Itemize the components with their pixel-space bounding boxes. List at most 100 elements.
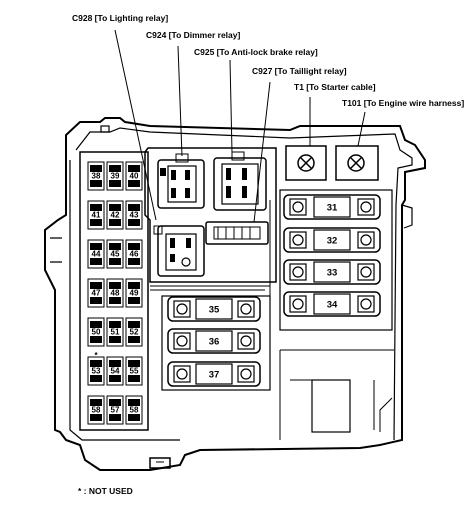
big-fuse-element bbox=[313, 293, 351, 315]
callout-labels: C928 [To Lighting relay] C924 [To Dimmer… bbox=[72, 13, 464, 108]
big-fuse-screw-left bbox=[176, 335, 188, 347]
small-fuse-slot bbox=[87, 200, 105, 230]
small-fuse: 47 bbox=[87, 278, 105, 308]
callout-c928: C928 [To Lighting relay] bbox=[72, 13, 168, 23]
small-fuse-slot bbox=[106, 356, 124, 386]
small-fuse-contact-bottom bbox=[109, 375, 121, 382]
big-fuse-label: 34 bbox=[327, 300, 338, 311]
small-fuse-contact-bottom bbox=[109, 180, 121, 187]
small-fuse: 40 bbox=[125, 161, 143, 191]
big-fuse-element bbox=[195, 298, 233, 320]
small-fuse-slot bbox=[125, 200, 143, 230]
small-fuse-contact-top bbox=[90, 399, 102, 406]
not-used-marker: * bbox=[94, 351, 98, 360]
small-fuse-contact-bottom bbox=[90, 258, 102, 265]
small-fuse: 49 bbox=[125, 278, 143, 308]
small-fuse-label: 39 bbox=[111, 172, 120, 181]
small-fuse-contact-bottom bbox=[128, 375, 140, 382]
small-fuse-contact-bottom bbox=[128, 297, 140, 304]
small-fuse: 58 bbox=[125, 395, 143, 425]
small-fuse-contact-bottom bbox=[128, 219, 140, 226]
big-fuse-body bbox=[283, 291, 381, 317]
fuse-box-housing bbox=[44, 117, 426, 471]
small-fuse: 48 bbox=[106, 278, 124, 308]
small-fuse-contact-top bbox=[128, 321, 140, 328]
small-fuse: 52 bbox=[125, 317, 143, 347]
big-fuse-terminal-right bbox=[357, 198, 375, 216]
small-fuse-contact-top bbox=[90, 282, 102, 289]
small-fuse-label: 49 bbox=[130, 289, 139, 298]
taillight-relay-connector bbox=[205, 221, 269, 245]
small-fuse: 42 bbox=[106, 200, 124, 230]
small-fuse-contact-top bbox=[128, 360, 140, 367]
small-fuse: 53 bbox=[87, 356, 105, 386]
small-fuse-label: 47 bbox=[92, 289, 101, 298]
small-fuse-contact-top bbox=[109, 399, 121, 406]
big-fuse: 37 bbox=[167, 361, 261, 387]
callout-c927: C927 [To Taillight relay] bbox=[252, 66, 347, 76]
small-fuse-label: 44 bbox=[92, 250, 101, 259]
big-fuse-element bbox=[313, 196, 351, 218]
big-fuse: 32 bbox=[283, 227, 381, 253]
small-fuse: 43 bbox=[125, 200, 143, 230]
big-fuse-label: 33 bbox=[327, 268, 338, 279]
small-fuse-contact-bottom bbox=[109, 336, 121, 343]
big-fuse-label: 31 bbox=[327, 203, 338, 214]
small-fuse-label: 51 bbox=[111, 328, 120, 337]
small-fuse-slot bbox=[87, 395, 105, 425]
big-fuse-body bbox=[167, 361, 261, 387]
big-fuse-screw-right bbox=[360, 266, 372, 278]
big-fuse-screw-left bbox=[292, 234, 304, 246]
small-fuse-contact-top bbox=[90, 243, 102, 250]
small-fuse-label: 48 bbox=[111, 289, 120, 298]
small-fuse: 41 bbox=[87, 200, 105, 230]
big-fuse-label: 35 bbox=[209, 305, 220, 316]
big-fuse-column-right: 31 32 33 34 bbox=[279, 189, 393, 331]
small-fuse-contact-bottom bbox=[90, 375, 102, 382]
big-fuse-terminal-right bbox=[357, 231, 375, 249]
big-fuse: 35 bbox=[167, 296, 261, 322]
callout-leaders bbox=[114, 29, 366, 223]
big-fuse-label: 32 bbox=[327, 236, 338, 247]
small-fuse-slot bbox=[106, 200, 124, 230]
big-fuse-label: 37 bbox=[209, 370, 220, 381]
small-fuse: 45 bbox=[106, 239, 124, 269]
small-fuse-contact-bottom bbox=[109, 258, 121, 265]
big-fuse-element bbox=[195, 363, 233, 385]
terminal-t1 bbox=[285, 145, 327, 181]
small-fuse-label: 57 bbox=[111, 406, 120, 415]
small-fuse-contact-top bbox=[109, 204, 121, 211]
small-fuse-label: 43 bbox=[130, 211, 139, 220]
big-fuse-terminal-right bbox=[357, 295, 375, 313]
big-fuse-screw-left bbox=[176, 368, 188, 380]
big-fuse-body bbox=[283, 227, 381, 253]
big-fuse-screw-left bbox=[176, 303, 188, 315]
small-fuse-contact-top bbox=[90, 165, 102, 172]
small-fuse-label: 50 bbox=[92, 328, 101, 337]
abs-relay-socket bbox=[213, 151, 267, 211]
big-fuse-holder-right bbox=[279, 189, 393, 331]
footnote-not-used: * : NOT USED bbox=[78, 486, 133, 496]
big-fuse: 33 bbox=[283, 259, 381, 285]
small-fuse-slot bbox=[125, 395, 143, 425]
big-fuse: 36 bbox=[167, 328, 261, 354]
big-fuse-label: 36 bbox=[209, 337, 220, 348]
small-fuse-contact-bottom bbox=[128, 258, 140, 265]
small-fuse-contact-bottom bbox=[90, 219, 102, 226]
small-fuse-contact-top bbox=[128, 204, 140, 211]
small-fuse: 55 bbox=[125, 356, 143, 386]
small-fuse-contact-bottom bbox=[90, 414, 102, 421]
terminal-t101 bbox=[335, 145, 379, 181]
small-fuse-contact-top bbox=[128, 399, 140, 406]
small-fuse-contact-top bbox=[90, 204, 102, 211]
callout-c925: C925 [To Anti-lock brake relay] bbox=[194, 47, 318, 57]
small-fuse-slot bbox=[106, 161, 124, 191]
small-fuse-slot bbox=[87, 161, 105, 191]
big-fuse-body bbox=[167, 328, 261, 354]
big-fuse-terminal-left bbox=[173, 332, 191, 350]
big-fuse-screw-right bbox=[360, 298, 372, 310]
callout-c924: C924 [To Dimmer relay] bbox=[146, 30, 240, 40]
small-fuse-contact-top bbox=[109, 282, 121, 289]
